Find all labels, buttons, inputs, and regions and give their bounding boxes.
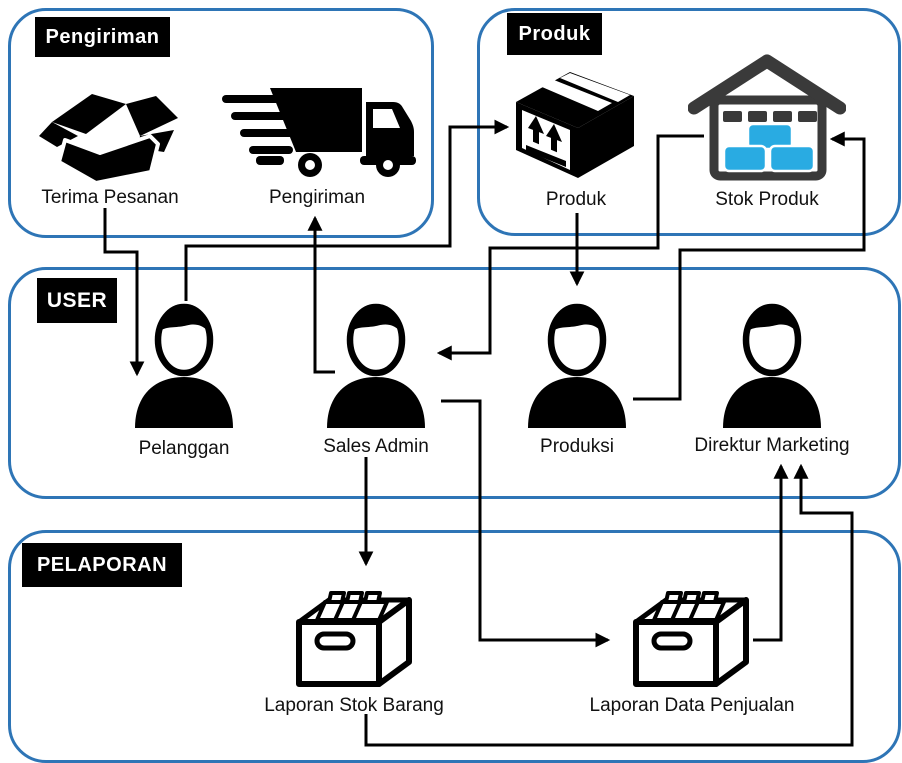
node-label-produksi: Produksi bbox=[540, 436, 614, 457]
node-label-stok-produk: Stok Produk bbox=[715, 189, 819, 210]
node-label-pelanggan: Pelanggan bbox=[138, 438, 230, 459]
node-label-laporan-data-penjualan: Laporan Data Penjualan bbox=[589, 695, 795, 716]
node-label-laporan-stok-barang: Laporan Stok Barang bbox=[264, 695, 444, 716]
node-label-produk: Produk bbox=[545, 189, 607, 210]
delivery-truck-icon bbox=[222, 88, 416, 177]
group-label-produk: Produk bbox=[507, 13, 602, 55]
group-label-pelaporan: PELAPORAN bbox=[22, 543, 182, 587]
package-box-icon bbox=[516, 72, 634, 178]
open-box-icon bbox=[38, 92, 180, 185]
archive-box-icon-stok bbox=[291, 570, 417, 690]
person-icon-direktur-marketing bbox=[717, 298, 827, 428]
warehouse-icon bbox=[688, 54, 846, 181]
person-icon-pelanggan bbox=[129, 298, 239, 428]
node-label-direktur-marketing: Direktur Marketing bbox=[694, 435, 850, 456]
group-label-pengiriman: Pengiriman bbox=[35, 17, 170, 57]
group-label-user: USER bbox=[37, 278, 117, 323]
node-label-terima-pesanan: Terima Pesanan bbox=[41, 187, 179, 208]
person-icon-sales-admin bbox=[321, 298, 431, 428]
node-label-pengiriman: Pengiriman bbox=[268, 187, 366, 208]
person-icon-produksi bbox=[522, 298, 632, 428]
node-label-sales-admin: Sales Admin bbox=[323, 436, 429, 457]
archive-box-icon-penjualan bbox=[628, 570, 754, 690]
